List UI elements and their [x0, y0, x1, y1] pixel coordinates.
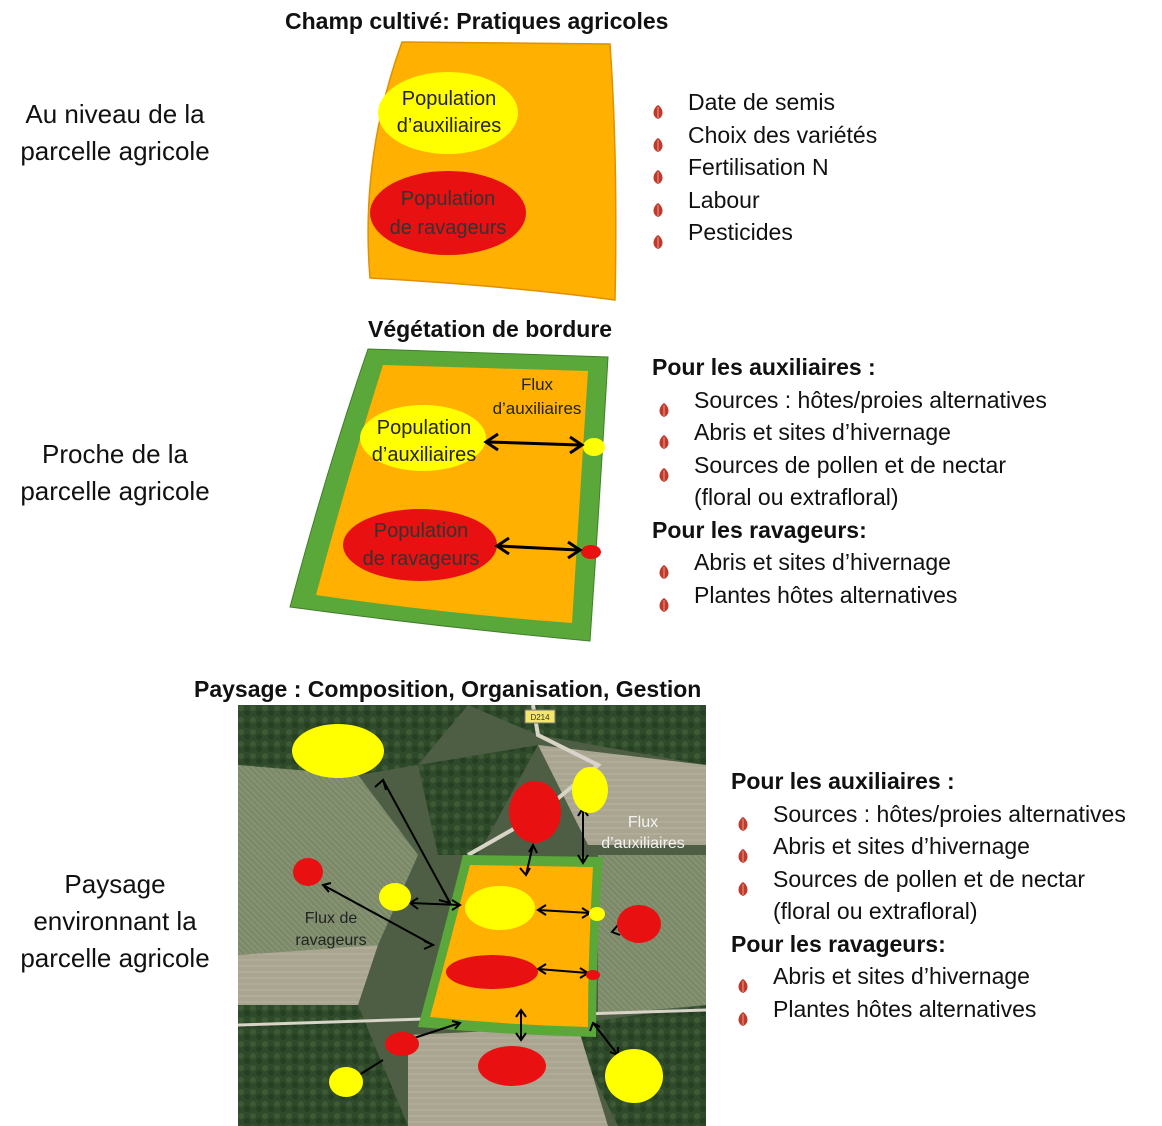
ravageurs-population [586, 970, 600, 980]
leaf-bullet-icon [652, 160, 664, 184]
field-diagram-1: Population d’auxiliaires Population de r… [367, 41, 617, 301]
double-arrow-icon [483, 432, 585, 455]
leaf-bullet-icon [737, 807, 749, 831]
auxiliaires-population [292, 724, 384, 778]
leaf-bullet-icon [658, 588, 670, 612]
section2-info-list: Pour les auxiliaires : Sources : hôtes/p… [652, 351, 1047, 612]
auxiliaires-heading: Pour les auxiliaires : [731, 768, 955, 794]
list-item: Sources : hôtes/proies alternatives [738, 798, 1126, 831]
crop-field [238, 765, 418, 955]
border-ravageurs-source [581, 545, 601, 559]
auxiliaires-population [360, 405, 486, 471]
list-item: Labour [653, 184, 877, 217]
leaf-bullet-icon [737, 872, 749, 896]
section1-title: Champ cultivé: Pratiques agricoles [285, 8, 669, 34]
landscape-aerial-map: D214 [238, 705, 706, 1126]
leaf-bullet-icon [658, 425, 670, 449]
section1-row-label: Au niveau de la parcelle agricole [0, 96, 230, 170]
flux-label: Flux [521, 375, 554, 394]
section2-row-label: Proche de la parcelle agricole [0, 436, 230, 510]
flux-ravageurs-label: Flux de [305, 910, 358, 927]
border-auxiliaires-source [583, 438, 605, 456]
ravageurs-population [446, 955, 538, 989]
crop-field [538, 745, 706, 845]
leaf-bullet-icon [652, 225, 664, 249]
row-label-line: parcelle agricole [20, 136, 210, 166]
ravageurs-population [343, 509, 497, 581]
list-item: Date de semis [653, 86, 877, 119]
list-item: Sources : hôtes/proies alternatives [659, 384, 1047, 417]
row-label-line: Paysage [64, 869, 166, 899]
auxiliaires-label: Population [402, 88, 497, 110]
auxiliaires-heading: Pour les auxiliaires : [652, 354, 876, 380]
auxiliaires-population [605, 1049, 663, 1103]
auxiliaires-label: Population [377, 417, 472, 439]
list-item: Choix des variétés [653, 119, 877, 152]
auxiliaires-population [465, 886, 535, 930]
auxiliaires-population [379, 883, 411, 911]
list-item: Pesticides [653, 216, 877, 249]
row-label-line: Proche de la [42, 439, 188, 469]
auxiliaires-population [589, 907, 605, 921]
ravageurs-population [385, 1032, 419, 1056]
flux-auxiliaires-label: d’auxiliaires [601, 835, 685, 852]
ravageurs-population [293, 858, 323, 886]
list-item: Abris et sites d’hivernage [738, 960, 1126, 993]
list-item: Fertilisation N [653, 151, 877, 184]
ravageurs-population [370, 171, 526, 255]
list-item: Abris et sites d’hivernage [659, 546, 1047, 579]
ravageurs-population [478, 1046, 546, 1086]
leaf-bullet-icon [652, 95, 664, 119]
auxiliaires-population [378, 72, 518, 154]
section3-info-list: Pour les auxiliaires : Sources : hôtes/p… [731, 765, 1126, 1026]
leaf-bullet-icon [658, 458, 670, 482]
leaf-bullet-icon [652, 193, 664, 217]
ravageurs-label: de ravageurs [363, 548, 480, 570]
list-item: Abris et sites d’hivernage [659, 416, 1047, 449]
field-diagram-2: Population d’auxiliaires Population de r… [289, 348, 609, 642]
list-item: Plantes hôtes alternatives [738, 993, 1126, 1026]
section2-title: Végétation de bordure [368, 316, 613, 342]
double-arrow-icon [494, 536, 583, 560]
list-item: Sources de pollen et de nectar [659, 449, 1047, 482]
auxiliaires-population [329, 1067, 363, 1097]
ravageurs-heading: Pour les ravageurs: [731, 930, 946, 957]
ravageurs-population [617, 905, 661, 943]
ravageurs-label: Population [374, 520, 469, 542]
road-sign-label: D214 [530, 713, 550, 722]
auxiliaires-population [572, 767, 608, 813]
forest-patch [418, 745, 538, 855]
forest-patch [238, 1005, 408, 1126]
list-item: Sources de pollen et de nectar [738, 863, 1126, 896]
practices-list: Date de semis Choix des variétés Fertili… [653, 86, 877, 249]
ravageurs-heading: Pour les ravageurs: [652, 516, 867, 543]
flux-ravageurs-label: ravageurs [295, 932, 366, 949]
list-item-sub: (floral ou extrafloral) [694, 484, 899, 510]
row-label-line: parcelle agricole [20, 476, 210, 506]
leaf-bullet-icon [658, 393, 670, 417]
leaf-bullet-icon [737, 969, 749, 993]
leaf-bullet-icon [658, 555, 670, 579]
ravageurs-label: Population [401, 188, 496, 210]
auxiliaires-label: d’auxiliaires [372, 444, 477, 466]
list-item: Abris et sites d’hivernage [738, 830, 1126, 863]
section3-row-label: Paysage environnant la parcelle agricole [0, 866, 230, 977]
road-sign [524, 709, 556, 724]
leaf-bullet-icon [737, 1002, 749, 1026]
crop-field [238, 945, 378, 1005]
flux-auxiliaires-label: Flux [628, 814, 658, 831]
leaf-bullet-icon [652, 128, 664, 152]
auxiliaires-label: d’auxiliaires [397, 115, 502, 137]
list-item-sub: (floral ou extrafloral) [773, 898, 978, 924]
ravageurs-label: de ravageurs [390, 217, 507, 239]
row-label-line: parcelle agricole [20, 943, 210, 973]
section3-title: Paysage : Composition, Organisation, Ges… [194, 676, 702, 702]
flux-label: d’auxiliaires [493, 399, 582, 418]
leaf-bullet-icon [737, 839, 749, 863]
row-label-line: Au niveau de la [25, 99, 205, 129]
row-label-line: environnant la [33, 906, 197, 936]
ravageurs-population [509, 781, 561, 843]
list-item: Plantes hôtes alternatives [659, 579, 1047, 612]
